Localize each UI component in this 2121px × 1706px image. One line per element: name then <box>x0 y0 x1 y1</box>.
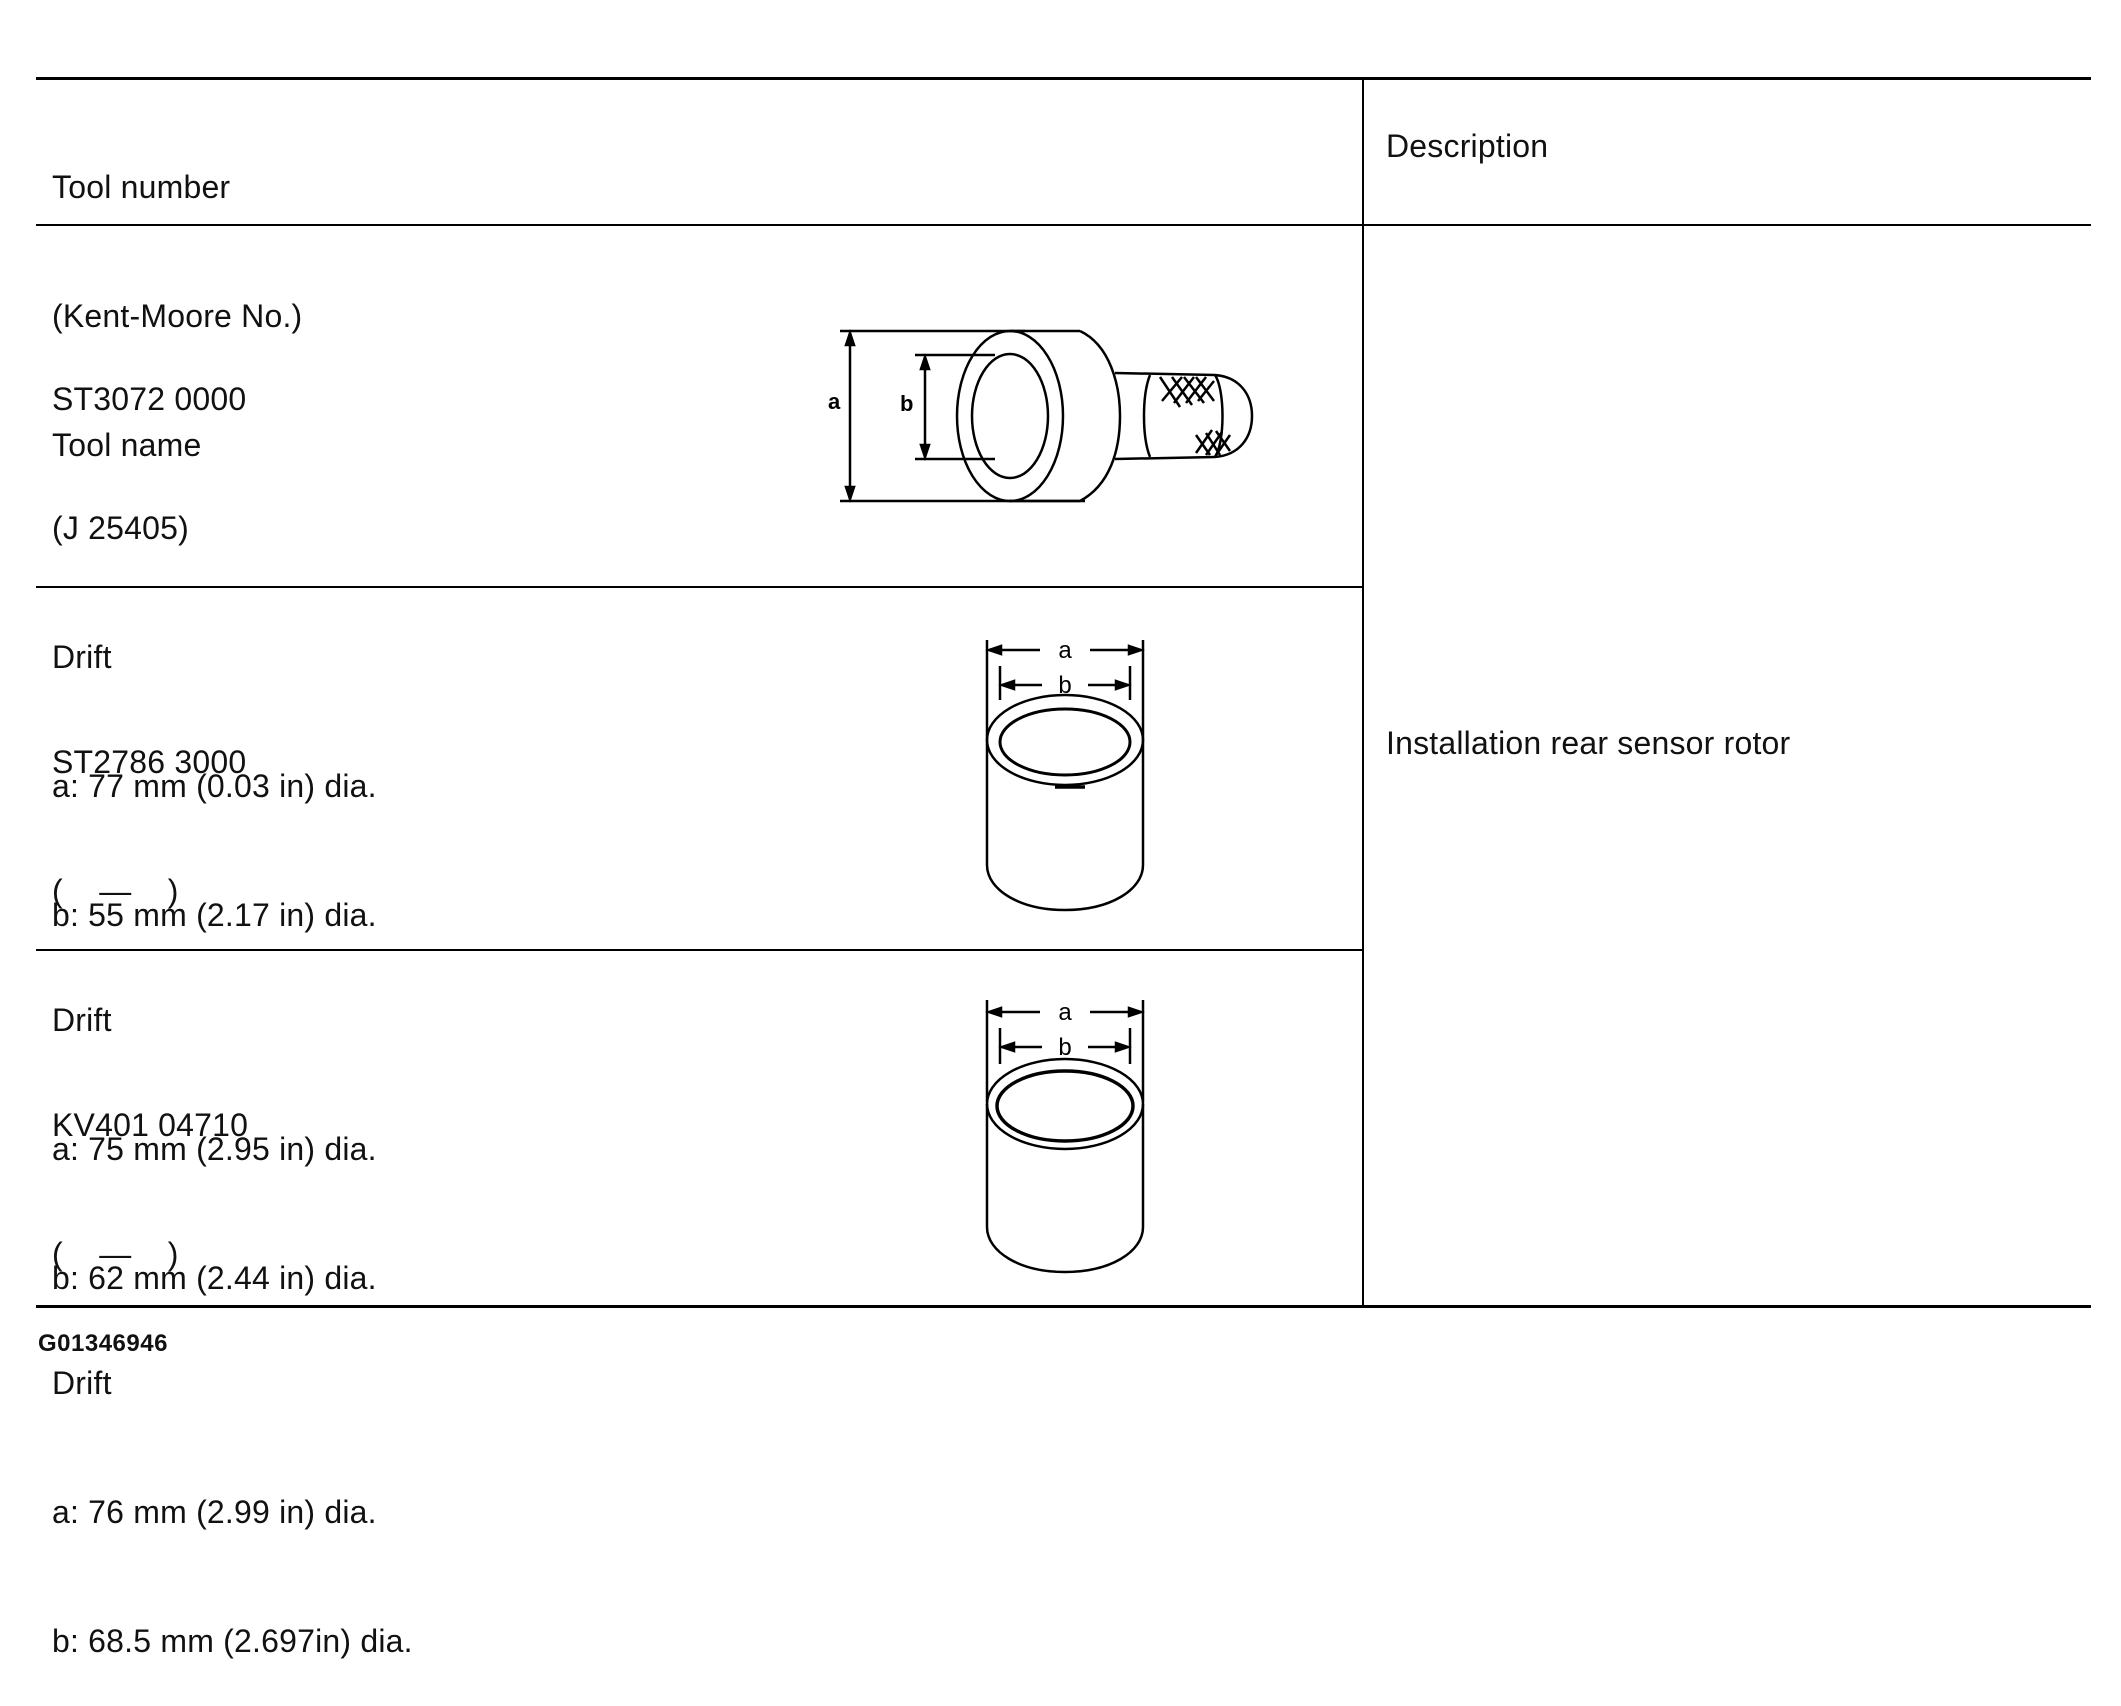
fig2-label-b: b <box>1058 672 1071 699</box>
fig1-label-b: b <box>900 391 913 416</box>
dimension-a: a: 75 mm (2.95 in) dia. <box>52 1131 377 1167</box>
header-tool-column: Tool number (Kent-Moore No.) Tool name <box>52 80 302 510</box>
dimension-b: b: 68.5 mm (2.697in) dia. <box>52 1623 413 1659</box>
fig3-label-b: b <box>1058 1034 1071 1061</box>
tool-name: Drift <box>52 1002 112 1038</box>
description-text: Installation rear sensor rotor <box>1386 725 1791 761</box>
fig1-label-a: a <box>828 389 841 414</box>
drift-illustration-3: a b <box>985 999 1145 1274</box>
header-description: Description <box>1386 128 1549 164</box>
figure-code: G01346946 <box>38 1330 168 1357</box>
fig3-label-a: a <box>1058 999 1072 1026</box>
tool-row-2-text: ST2786 3000 ( — ) Drift a: 75 mm (2.95 i… <box>52 655 377 1343</box>
kent-moore-number: ( — ) <box>52 873 179 909</box>
kent-moore-number: (J 25405) <box>52 510 189 546</box>
kent-moore-number: ( — ) <box>52 1236 179 1272</box>
fig2-label-a: a <box>1058 637 1072 664</box>
dimension-a: a: 77 mm (0.03 in) dia. <box>52 768 377 804</box>
column-divider <box>1362 78 1364 1306</box>
dimension-b: b: 62 mm (2.44 in) dia. <box>52 1260 377 1296</box>
tool-row-3-text: KV401 04710 ( — ) Drift a: 76 mm (2.99 i… <box>52 1018 413 1706</box>
tool-row-1-text: ST3072 0000 (J 25405) Drift a: 77 mm (0.… <box>52 292 377 980</box>
dimension-b: b: 55 mm (2.17 in) dia. <box>52 897 377 933</box>
header-tool-name: Tool name <box>52 427 202 463</box>
tool-number: ST3072 0000 <box>52 381 247 417</box>
table-top-rule <box>36 77 2091 80</box>
row-divider-1 <box>36 586 1364 588</box>
tool-name: Drift <box>52 639 112 675</box>
drift-illustration-2: a b <box>985 637 1145 912</box>
header-tool-number: Tool number <box>52 169 231 205</box>
tool-number: ST2786 3000 <box>52 744 247 780</box>
dimension-a: a: 76 mm (2.99 in) dia. <box>52 1494 377 1530</box>
tool-number: KV401 04710 <box>52 1107 249 1143</box>
table-bottom-rule <box>36 1305 2091 1308</box>
row-divider-2 <box>36 949 1364 951</box>
header-kent-moore: (Kent-Moore No.) <box>52 298 303 334</box>
drift-illustration-1: a b <box>828 329 1254 503</box>
tool-name: Drift <box>52 1365 112 1401</box>
header-divider <box>36 224 2091 226</box>
